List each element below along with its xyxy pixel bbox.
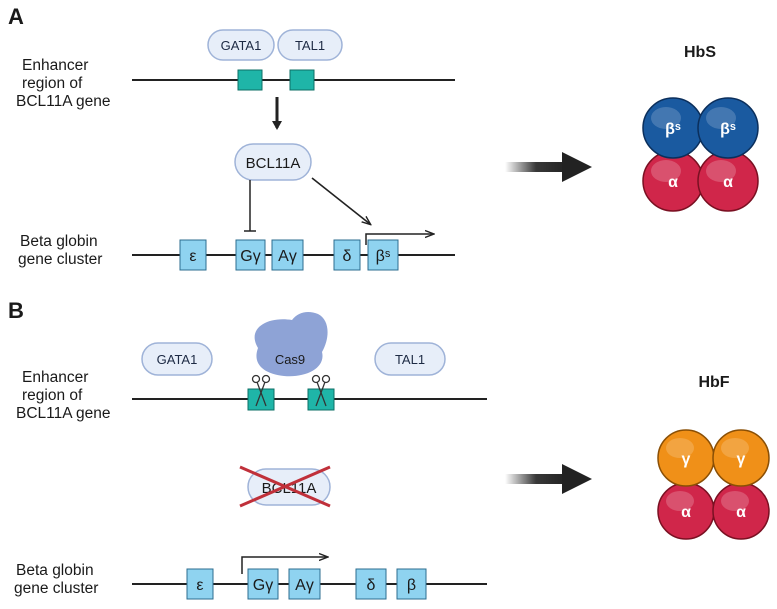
panel-b-gata1-label: GATA1	[157, 352, 198, 367]
panel-a-enhancer-label-line1: Enhancer	[22, 57, 88, 74]
cas9-protein: Cas9	[254, 312, 328, 377]
panel-a-gene-a-gamma-label: Aγ	[278, 248, 297, 265]
panel-b-gene-g-gamma: Gγ	[247, 568, 279, 600]
panel-a-bcl11a-pill: BCL11A	[234, 143, 312, 181]
panel-a-gene-delta: δ	[333, 239, 361, 271]
panel-a-tal1-pill: TAL1	[277, 29, 343, 61]
panel-a-gene-beta-s: βˢ	[367, 239, 399, 271]
panel-b-product-title: HbF	[698, 374, 729, 391]
panel-a-gene-epsilon: ε	[179, 239, 207, 271]
cas9-label: Cas9	[275, 352, 305, 367]
panel-a-enhancer-site-2	[289, 69, 315, 91]
panel-b-big-arrow	[505, 464, 592, 494]
panel-a-enhancer-label-line3: BCL11A gene	[16, 93, 111, 110]
panel-a-big-arrow	[505, 152, 592, 182]
panel-a-bcl11a-label: BCL11A	[246, 155, 301, 172]
panel-b-enhancer-label-line3: BCL11A gene	[16, 405, 111, 422]
panel-b-gene-epsilon-label: ε	[196, 577, 203, 594]
scissors-icon	[251, 374, 271, 407]
panel-a-tal1-label: TAL1	[295, 38, 325, 53]
panel-b-gene-delta-label: δ	[367, 577, 376, 594]
panel-a-letter: A	[8, 4, 24, 29]
panel-b-letter: B	[8, 298, 24, 323]
panel-a-activation-arrow	[311, 177, 370, 224]
panel-b-tal1-label: TAL1	[395, 352, 425, 367]
panel-b-cluster-label-line2: gene cluster	[14, 580, 98, 597]
panel-b-enhancer-label-line2: region of	[22, 387, 83, 404]
panel-a-gene-a-gamma: Aγ	[271, 239, 304, 271]
panel-b-cluster-label-line1: Beta globin	[16, 562, 94, 579]
hbf-alpha-2-label: α	[736, 504, 746, 521]
panel-b-bcl11a-knockout: BCL11A	[239, 465, 331, 508]
panel-b-gene-a-gamma: Aγ	[288, 568, 321, 600]
panel-b-gene-epsilon: ε	[186, 568, 214, 600]
panel-b-gata1-pill: GATA1	[141, 342, 213, 376]
hbf-gamma-1-label: γ	[682, 451, 691, 468]
panel-b-tal1-pill: TAL1	[374, 342, 446, 376]
hbf-gamma-2-label: γ	[737, 451, 746, 468]
hbs-tetramer: βˢ βˢ α α	[642, 97, 759, 212]
hbs-alpha-2-label: α	[723, 174, 733, 191]
cross-icon	[239, 465, 331, 508]
panel-a-product-title: HbS	[684, 44, 716, 61]
panel-a-gene-delta-label: δ	[343, 248, 352, 265]
panel-a-gene-beta-s-label: βˢ	[376, 248, 391, 265]
panel-b-enhancer-site-2	[307, 388, 335, 411]
hbs-beta-s-2	[697, 97, 759, 159]
panel-b-transcription-arrow	[241, 557, 327, 574]
panel-a-gene-g-gamma-label: Gγ	[240, 248, 260, 265]
panel-b-gene-beta: β	[396, 568, 427, 600]
hbf-tetramer: γ γ α α	[657, 429, 770, 540]
panel-b-enhancer-label-line1: Enhancer	[22, 369, 88, 386]
panel-b-gene-a-gamma-label: Aγ	[295, 577, 314, 594]
panel-a-cluster-label-line1: Beta globin	[20, 233, 98, 250]
hbs-beta-s-2-label: βˢ	[720, 121, 736, 138]
panel-a-cluster-label-line2: gene cluster	[18, 251, 102, 268]
scissors-icon	[311, 374, 331, 407]
panel-b-gene-beta-label: β	[407, 577, 416, 594]
hbf-gamma-2	[712, 429, 770, 487]
hbs-alpha-1-label: α	[668, 174, 678, 191]
panel-b-enhancer-site-1	[247, 388, 275, 411]
panel-b-gene-g-gamma-label: Gγ	[253, 577, 273, 594]
panel-a-gata1-label: GATA1	[221, 38, 262, 53]
panel-b-gene-delta: δ	[355, 568, 387, 600]
hbs-beta-s-1-label: βˢ	[665, 121, 681, 138]
panel-a-enhancer-label-line2: region of	[22, 75, 83, 92]
panel-a-enhancer-site-1	[237, 69, 263, 91]
panel-a-gata1-pill: GATA1	[207, 29, 275, 61]
panel-a-transcription-arrow	[365, 234, 433, 245]
panel-a-gene-epsilon-label: ε	[189, 248, 196, 265]
hbf-alpha-1-label: α	[681, 504, 691, 521]
panel-a-gene-g-gamma: Gγ	[235, 239, 266, 271]
